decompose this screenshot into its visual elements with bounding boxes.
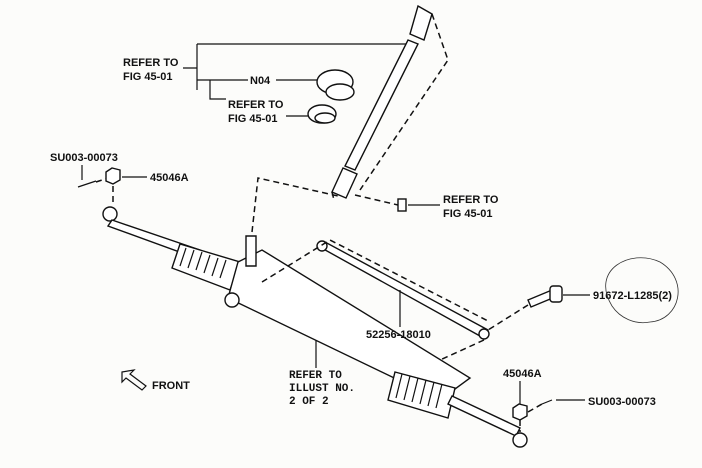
dust-boot [307, 69, 355, 124]
callout-label: REFER TO [123, 57, 179, 69]
refer-illust-callout: REFER TO ILLUST NO. 2 OF 2 [289, 340, 355, 408]
callout-label: 45046A [150, 172, 189, 184]
right-nut-group: 45046A SU003-00073 [503, 368, 656, 432]
callout-label: FIG 45-01 [123, 71, 173, 83]
callout-label: 91672-L1285(2) [593, 290, 672, 302]
callout-label: FIG 45-01 [228, 113, 278, 125]
rod-52256: 52256-18010 [261, 239, 491, 361]
callout-label: 2 OF 2 [289, 396, 329, 408]
handwritten-circle [605, 257, 679, 324]
callout-label: REFER TO [228, 99, 284, 111]
bolt-91672: 91672-L1285(2) [487, 257, 679, 331]
front-arrow-icon [121, 369, 147, 391]
front-indicator: FRONT [121, 369, 190, 392]
callout-label: ILLUST NO. [289, 383, 355, 395]
callout-label: REFER TO [443, 194, 499, 206]
callout-label: FIG 45-01 [443, 208, 493, 220]
callout-label: 52256-18010 [366, 329, 431, 341]
callout-label: REFER TO [289, 370, 342, 382]
steering-rack [102, 177, 528, 448]
callout-label: N04 [250, 75, 271, 87]
refer-right-callout: REFER TO FIG 45-01 [354, 194, 499, 220]
callout-label: SU003-00073 [588, 396, 656, 408]
callout-label: 45046A [503, 368, 542, 380]
left-nut-group: SU003-00073 45046A [50, 152, 189, 205]
n04-callout: N04 [210, 75, 318, 87]
refer-mid-callout: REFER TO FIG 45-01 [228, 99, 310, 125]
callout-label: FRONT [152, 380, 190, 392]
intermediate-shaft [331, 4, 449, 201]
refer-top-callout: REFER TO FIG 45-01 [123, 43, 408, 100]
callout-label: SU003-00073 [50, 152, 118, 164]
